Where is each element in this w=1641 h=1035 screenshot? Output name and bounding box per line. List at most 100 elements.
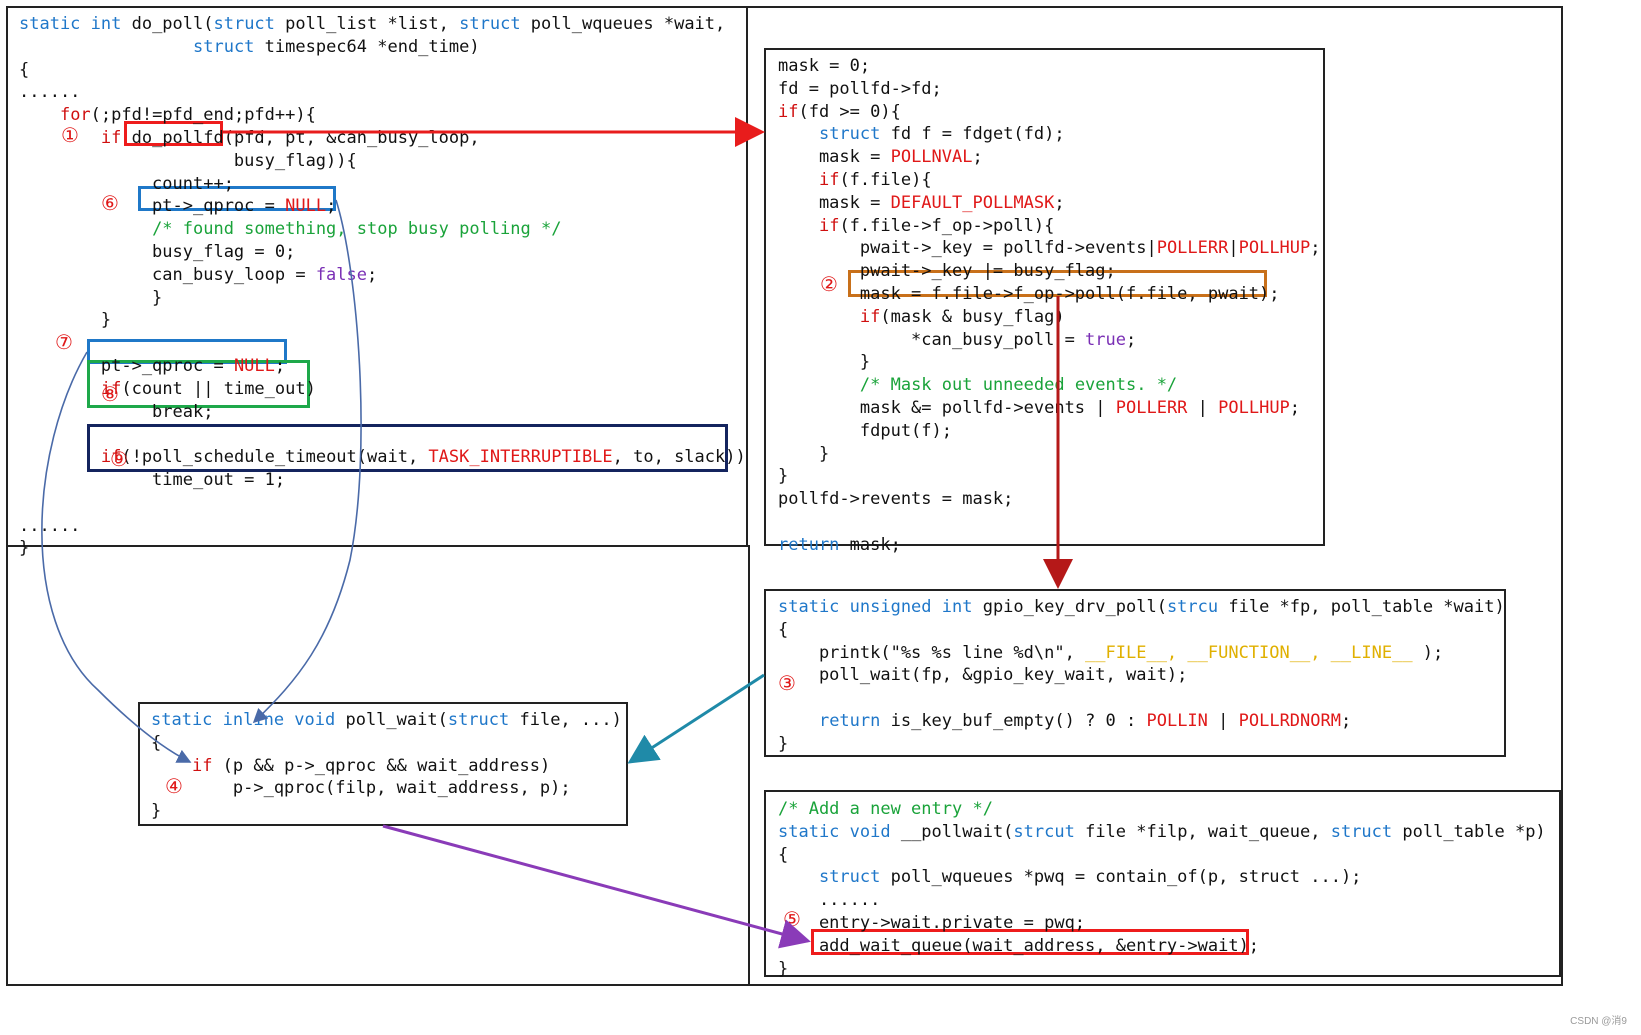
code-token: if [818, 215, 840, 236]
code-token: } [778, 443, 830, 464]
code-token: NULL [285, 196, 327, 217]
code-token: | [1228, 238, 1239, 259]
schedule-timeout-highlight [87, 424, 728, 472]
code-token: (;pfd!=pfd_end;pfd++){ [90, 105, 316, 126]
code-token: struct [459, 14, 521, 34]
code-token: file, ...) [509, 710, 622, 730]
code-token: static unsigned int [778, 597, 973, 617]
code-token: ; [1340, 710, 1352, 731]
arrow-gpio-to-poll-wait [627, 673, 765, 764]
code-line: } [778, 351, 1321, 374]
code-token: struct [193, 36, 255, 57]
code-token: ...... [19, 82, 81, 103]
code-token: { [19, 59, 30, 80]
code-token: if [100, 447, 122, 468]
code-token: /* found something, stop busy polling */ [152, 219, 562, 240]
pollwait-code: /* Add a new entry */static void __pollw… [778, 798, 1546, 980]
code-token: poll_table *p) [1392, 821, 1546, 842]
code-token: DEFAULT_POLLMASK [890, 192, 1055, 213]
code-line: pt->_qproc = NULL; [19, 195, 746, 218]
code-line: } [778, 733, 1505, 756]
code-token: busy_flag)){ [19, 150, 357, 171]
code-token: strcut [1013, 821, 1075, 842]
code-line: pwait->_key |= busy_flag; [778, 260, 1321, 283]
code-token: fd = pollfd->fd; [778, 78, 942, 99]
arrow-poll-wait-to-pollwait [382, 824, 811, 949]
code-token: ; [972, 147, 983, 168]
code-line: struct fd f = fdget(fd); [778, 123, 1321, 146]
code-line: for(;pfd!=pfd_end;pfd++){ [19, 104, 746, 127]
code-line: ...... [19, 515, 746, 538]
code-token: ; [274, 355, 286, 376]
code-token: ; [1054, 192, 1065, 213]
code-line: } [19, 287, 746, 310]
code-token: ; [1310, 238, 1321, 259]
code-line: { [151, 732, 622, 755]
code-token: } [778, 352, 871, 373]
outer-frame-bottom [6, 545, 750, 986]
code-token: } [778, 733, 789, 754]
code-token: mask = [778, 192, 891, 213]
code-token: printk("%s %s line %d\n", [778, 642, 1086, 663]
code-line: static unsigned int gpio_key_drv_poll(st… [778, 596, 1505, 619]
code-token: can_busy_loop = [19, 264, 316, 285]
code-token: /* Mask out unneeded events. */ [859, 375, 1178, 396]
code-line: return is_key_buf_empty() ? 0 : POLLIN |… [778, 710, 1505, 733]
code-line: /* Add a new entry */ [778, 798, 1546, 821]
code-token: (count || time_out) [121, 378, 316, 399]
code-token: busy_flag = 0; [19, 241, 296, 262]
code-line: if(mask & busy_flag) [778, 306, 1321, 329]
code-line: ...... [778, 889, 1546, 912]
code-line: pt->_qproc = NULL; [19, 355, 746, 378]
code-line: fdput(f); [778, 420, 1321, 443]
code-token: POLLHUP [1218, 397, 1290, 418]
code-line: if(fd >= 0){ [778, 101, 1321, 124]
code-line: p->_qproc(filp, wait_address, p); [151, 777, 622, 800]
count-timeout-highlight [87, 360, 310, 408]
code-token: (p && p->_qproc && wait_address) [212, 755, 551, 776]
code-token: return [778, 534, 840, 555]
code-token: (f.file){ [839, 169, 932, 190]
code-token: gpio_key_drv_poll( [972, 597, 1167, 617]
code-token: pollfd->revents = mask; [778, 489, 1014, 510]
code-token: POLLRDNORM [1238, 710, 1341, 731]
code-token: (mask & busy_flag) [880, 306, 1065, 327]
code-token: POLLNVAL [890, 147, 973, 168]
code-line: mask = DEFAULT_POLLMASK; [778, 192, 1321, 215]
code-line: if(count || time_out) [19, 378, 746, 401]
code-token: for [59, 105, 91, 126]
outer-frame-right [748, 6, 1563, 986]
code-token: if [778, 101, 799, 122]
add-wait-queue-highlight [811, 929, 1249, 955]
code-token: struct [1330, 821, 1393, 842]
do-pollfd-code: mask = 0;fd = pollfd->fd;if(fd >= 0){ st… [778, 55, 1321, 557]
code-token: timespec64 *end_time) [254, 36, 480, 57]
code-token: mask; [839, 534, 901, 555]
code-token: struct [818, 867, 881, 888]
code-line: } [778, 443, 1321, 466]
gpio-key-drv-poll-frame [764, 589, 1506, 757]
fop-poll-highlight [848, 270, 1267, 297]
code-token: mask = [778, 147, 891, 168]
step-marker-6: ⑥ [101, 191, 119, 215]
code-line: busy_flag = 0; [19, 241, 746, 264]
code-token: poll_wqueues *wait, [520, 14, 726, 34]
do-pollfd-call-highlight [124, 121, 223, 146]
code-token: mask &= pollfd->events | [778, 397, 1116, 418]
pollwait-frame [764, 790, 1561, 977]
code-line: pwait->_key = pollfd->events|POLLERR|POL… [778, 237, 1321, 260]
code-line: { [778, 844, 1546, 867]
code-token: struct [447, 710, 510, 730]
code-token: | [1207, 710, 1239, 731]
code-line: struct timespec64 *end_time) [19, 36, 746, 59]
code-token: fdput(f); [778, 420, 952, 441]
code-token: POLLIN [1146, 710, 1208, 731]
step-marker-9: ⑨ [110, 447, 128, 471]
step-marker-1: ① [61, 123, 79, 147]
code-token: break; [19, 401, 214, 422]
code-token: { [778, 619, 789, 640]
code-token: | [1187, 397, 1219, 418]
code-token: /* Add a new entry */ [778, 799, 993, 819]
code-token: ; [1289, 397, 1301, 418]
